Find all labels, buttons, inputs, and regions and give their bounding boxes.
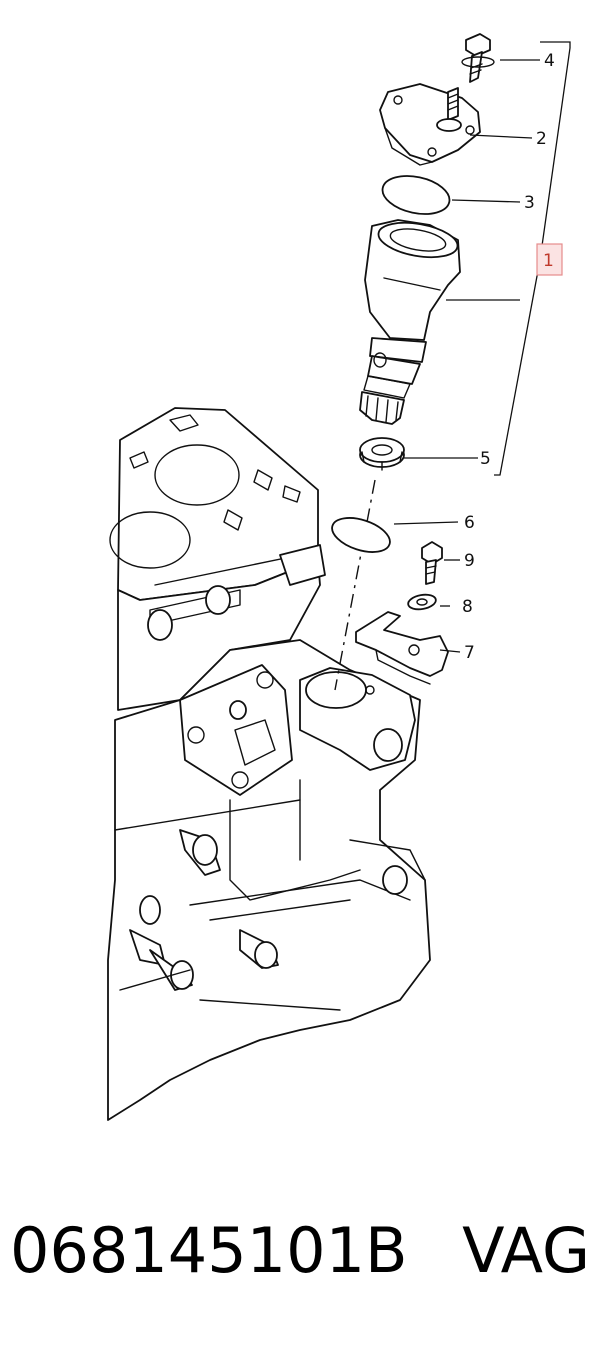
callout-1: 1	[543, 251, 554, 271]
callout-2: 2	[536, 129, 547, 149]
callout-labels: 4 2 3 1 5 6 9 8 7	[462, 51, 563, 663]
part-1-distributor-housing	[359, 219, 461, 425]
callout-1-highlight	[536, 243, 563, 276]
callout-4: 4	[544, 51, 555, 71]
callout-3: 3	[524, 193, 535, 213]
brand-name: VAG	[462, 1213, 590, 1287]
callout-6: 6	[464, 513, 475, 533]
callout-9: 9	[464, 551, 475, 571]
part-2-cap-plate	[379, 83, 481, 166]
part-6-o-ring	[331, 517, 391, 553]
callout-7: 7	[464, 643, 475, 663]
part-caption: 068145101B VAG	[10, 1200, 590, 1300]
part-3-o-ring	[381, 175, 451, 215]
exploded-parts-diagram: 4 2 3 1 5 6 9 8 7	[107, 33, 571, 1121]
callout-8: 8	[462, 597, 473, 617]
engine-block	[107, 407, 431, 1121]
callout-5: 5	[480, 449, 491, 469]
part-9-bolt	[421, 541, 443, 585]
part-4-bolt	[461, 33, 495, 83]
part-8-washer	[407, 593, 437, 611]
part-5-bushing	[359, 437, 405, 471]
part-7-clamp	[355, 611, 449, 685]
assembly-axis	[334, 479, 376, 691]
part-number: 068145101B	[10, 1213, 408, 1287]
callout-leaders	[393, 41, 571, 653]
